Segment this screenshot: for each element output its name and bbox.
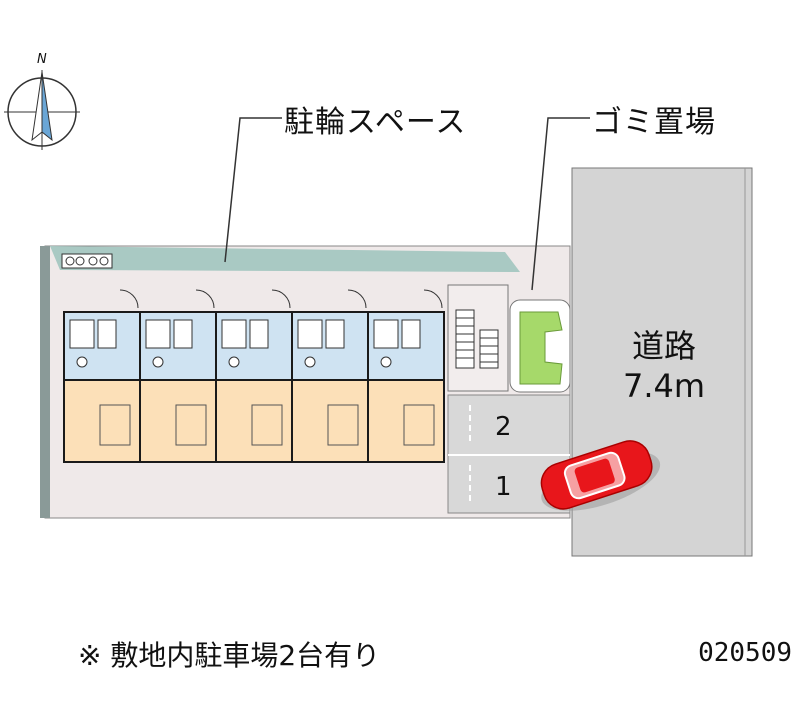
bicycle-rack-wheels xyxy=(65,256,109,266)
bicycle-space-leader xyxy=(224,117,282,263)
road-name: 道路 xyxy=(631,327,696,365)
unit-1 xyxy=(63,289,141,463)
bicycle-space-label: 駐輪スペース xyxy=(284,105,467,140)
road-width: 7.4m xyxy=(622,367,706,405)
unit-4 xyxy=(291,289,369,463)
site-left-border xyxy=(40,246,50,518)
bicycle-rack xyxy=(61,253,113,269)
compass-north-label: N xyxy=(37,52,47,67)
parking-slot-1: 1 xyxy=(495,472,512,502)
garbage-area xyxy=(519,311,563,385)
compass-icon xyxy=(4,70,80,150)
car-icon xyxy=(540,440,661,511)
parking-slot-2: 2 xyxy=(495,412,512,442)
garbage-area-label: ゴミ置場 xyxy=(592,105,716,140)
unit-2 xyxy=(139,289,217,463)
unit-5 xyxy=(367,289,445,463)
unit-3 xyxy=(215,289,293,463)
building xyxy=(63,289,445,463)
footer-note: ※ 敷地内駐車場2台有り xyxy=(78,639,381,672)
stair-steps xyxy=(455,309,499,369)
reference-code: 020509 xyxy=(698,638,792,668)
bicycle-space-strip xyxy=(50,246,520,272)
garbage-area-leader xyxy=(531,117,590,291)
